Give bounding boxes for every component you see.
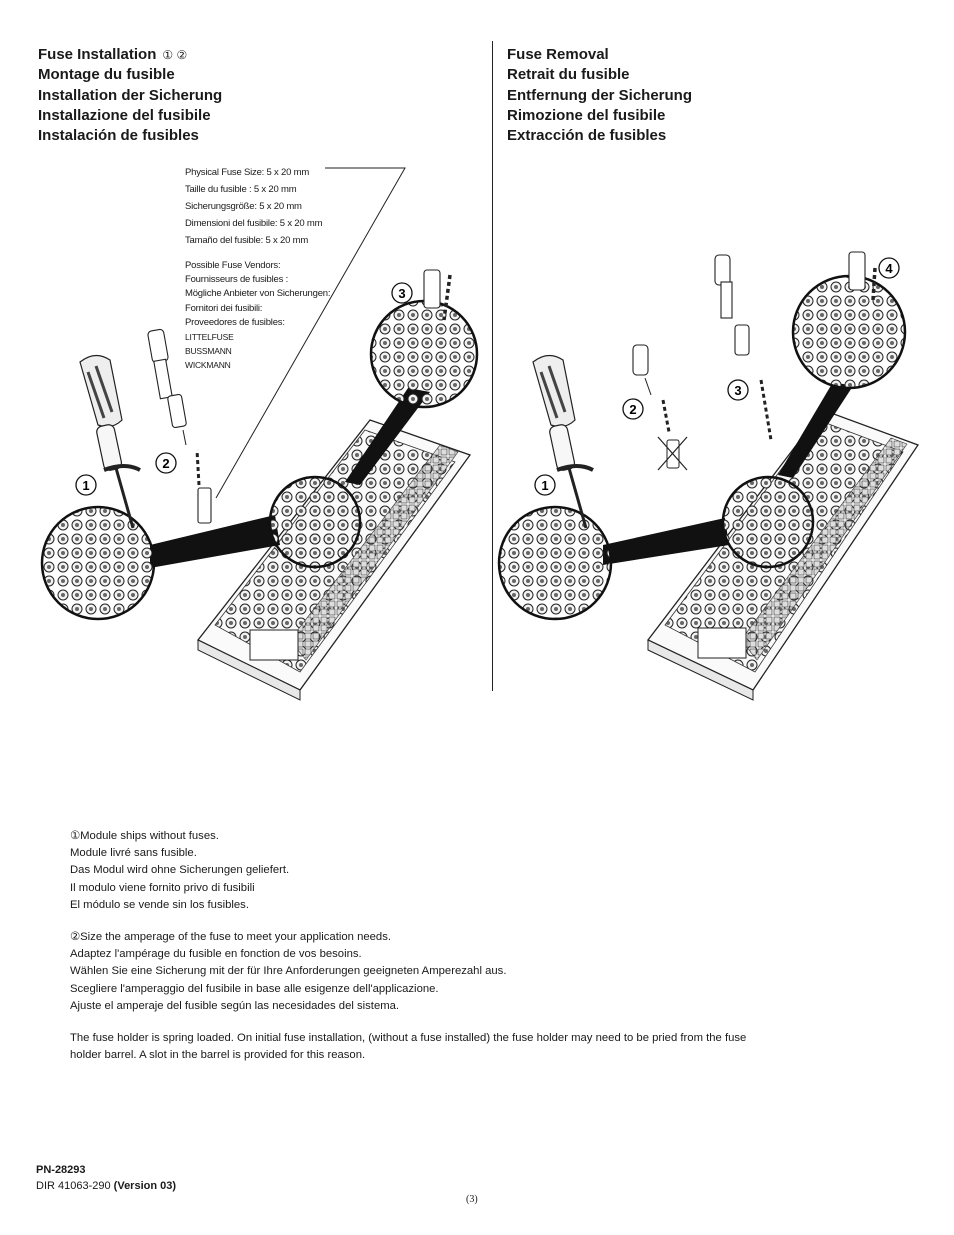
note2-en: ②Size the amperage of the fuse to meet y… bbox=[70, 931, 391, 944]
fuse-spec: Physical Fuse Size: 5 x 20 mm Taille du … bbox=[185, 164, 331, 372]
installation-title-es: Instalación de fusibles bbox=[38, 127, 199, 145]
svg-text:3: 3 bbox=[398, 286, 405, 301]
zoom-circle-fuse-insert bbox=[369, 299, 479, 409]
rotate-arrow-icon bbox=[556, 464, 594, 472]
removal-title-it: Rimozione del fusibile bbox=[507, 106, 666, 124]
lift-arrow-icon bbox=[759, 379, 773, 441]
remove-step-4: 4 bbox=[878, 257, 900, 279]
install-step-1: 1 bbox=[75, 474, 97, 496]
fuse-size-es: Tamaño del fusible: 5 x 20 mm bbox=[185, 235, 309, 246]
vendor-heading-fr: Fournisseurs de fusibles : bbox=[185, 274, 289, 286]
version-label: (Version 03) bbox=[113, 1180, 177, 1192]
insert-arrow-icon bbox=[195, 449, 201, 486]
note2-it: Scegliere l'amperaggio del fusibile in b… bbox=[70, 982, 439, 995]
fuse-holder-parts bbox=[147, 328, 187, 446]
rotate-arrow-icon bbox=[103, 464, 141, 472]
zoom-circle-screwdriver bbox=[497, 505, 613, 621]
note1-it: Il modulo viene fornito privo di fusibil… bbox=[70, 881, 255, 894]
fuse-cartridge-icon bbox=[197, 487, 212, 524]
spring-note-line1: The fuse holder is spring loaded. On ini… bbox=[70, 1032, 747, 1045]
installation-title-en: Fuse Installation bbox=[38, 46, 157, 63]
removal-title-de: Entfernung der Sicherung bbox=[507, 86, 693, 104]
installation-title-it: Installazione del fusibile bbox=[38, 106, 211, 124]
svg-text:1: 1 bbox=[82, 478, 89, 493]
column-divider bbox=[492, 41, 493, 691]
vendor-heading-it: Fornitori dei fusibili: bbox=[185, 302, 263, 314]
document-footer: PN-28293 DIR 41063-290 (Version 03) bbox=[36, 1162, 176, 1194]
vendor-heading-de: Mögliche Anbieter von Sicherungen: bbox=[185, 288, 331, 300]
fuse-holder-lifted bbox=[632, 344, 652, 396]
removal-heading: Fuse Removal Retrait du fusible Entfernu… bbox=[507, 45, 692, 146]
note1-es: El módulo se vende sin los fusibles. bbox=[70, 898, 249, 911]
zoom-wedge-left bbox=[603, 518, 729, 565]
note-reference-marks: ① ② bbox=[162, 48, 188, 62]
installation-illustration: 1 2 3 bbox=[40, 167, 479, 701]
screwdriver-icon bbox=[79, 354, 141, 529]
remove-step-3: 3 bbox=[727, 379, 749, 401]
vendor-heading-en: Possible Fuse Vendors: bbox=[185, 260, 281, 271]
svg-text:4: 4 bbox=[885, 261, 893, 276]
remove-step-1: 1 bbox=[534, 474, 556, 496]
note2-es: Ajuste el amperaje del fusible según las… bbox=[70, 999, 400, 1012]
part-number: PN-28293 bbox=[36, 1164, 86, 1176]
zoom-wedge-top bbox=[345, 388, 430, 485]
note1-en: ①Module ships without fuses. bbox=[70, 830, 219, 842]
module-detail-circle bbox=[268, 475, 362, 569]
fuse-holder-step3 bbox=[423, 269, 441, 309]
module-detail-circle bbox=[721, 475, 815, 569]
vendor-wickmann: WICKMANN bbox=[185, 360, 231, 371]
press-arrow-icon bbox=[871, 267, 877, 301]
fuse-discard-icon bbox=[657, 399, 688, 471]
note2-fr: Adaptez l'ampérage du fusible en fonctio… bbox=[70, 948, 362, 961]
screwdriver-icon bbox=[532, 354, 594, 529]
vendor-bussmann: BUSSMANN bbox=[185, 346, 232, 357]
vendor-heading-es: Proveedores de fusibles: bbox=[185, 316, 285, 328]
zoom-circle-fuse-lift bbox=[791, 274, 907, 390]
remove-step-2: 2 bbox=[622, 398, 644, 420]
svg-text:1: 1 bbox=[541, 478, 548, 493]
installation-title-de: Installation der Sicherung bbox=[38, 86, 223, 104]
spring-note-line2: holder barrel. A slot in the barrel is p… bbox=[70, 1049, 366, 1062]
fuse-size-fr: Taille du fusible : 5 x 20 mm bbox=[185, 184, 297, 195]
fuse-holder-removed bbox=[714, 254, 773, 441]
fuse-size-de: Sicherungsgröße: 5 x 20 mm bbox=[185, 201, 302, 212]
note1-de: Das Modul wird ohne Sicherungen geliefer… bbox=[70, 864, 290, 877]
vendor-littelfuse: LITTELFUSE bbox=[185, 332, 234, 343]
install-step-3: 3 bbox=[391, 282, 413, 304]
notes: ①Module ships without fuses. Module livr… bbox=[70, 828, 746, 1064]
note1-fr: Module livré sans fusible. bbox=[70, 847, 197, 860]
zoom-wedge-left bbox=[150, 515, 280, 568]
removal-illustration: 1 2 3 4 bbox=[497, 251, 920, 701]
fuse-size-en: Physical Fuse Size: 5 x 20 mm bbox=[185, 167, 310, 178]
removal-title-en: Fuse Removal bbox=[507, 46, 609, 63]
installation-title-fr: Montage du fusible bbox=[38, 66, 175, 84]
fuse-holder-step4 bbox=[848, 251, 866, 291]
removal-title-fr: Retrait du fusible bbox=[507, 66, 630, 84]
note2-de: Wählen Sie eine Sicherung mit der für Ih… bbox=[70, 965, 507, 978]
directive-number: DIR 41063-290 bbox=[36, 1180, 114, 1192]
svg-text:2: 2 bbox=[629, 402, 636, 417]
svg-text:3: 3 bbox=[734, 383, 741, 398]
spec-pointer-line bbox=[215, 167, 406, 499]
zoom-circle-screwdriver bbox=[40, 505, 156, 621]
page-number: (3) bbox=[466, 1194, 478, 1205]
zoom-wedge-top bbox=[778, 382, 853, 478]
svg-text:2: 2 bbox=[162, 456, 169, 471]
press-arrow-icon bbox=[442, 274, 452, 321]
fuse-size-it: Dimensioni del fusibile: 5 x 20 mm bbox=[185, 218, 323, 229]
install-step-2: 2 bbox=[155, 452, 177, 474]
removal-title-es: Extracción de fusibles bbox=[507, 127, 667, 145]
